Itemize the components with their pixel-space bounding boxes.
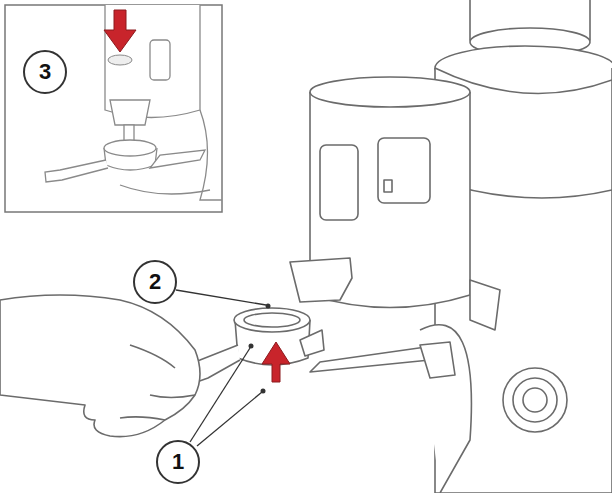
spout: [290, 258, 352, 302]
callout-number: 1: [156, 440, 200, 484]
leader-lines: [176, 290, 266, 446]
inset-base: [120, 185, 210, 194]
knob-ring: [513, 378, 557, 422]
callout-number: 3: [23, 50, 67, 94]
doser-window: [320, 145, 358, 220]
leader-dot: [266, 304, 271, 309]
inset: [5, 5, 222, 212]
portafilter-ear: [300, 330, 324, 356]
leader-dot: [261, 389, 266, 394]
doser-window: [378, 138, 430, 203]
inset-grinder: [45, 5, 222, 200]
leader-line: [190, 348, 250, 442]
doser-lid: [310, 77, 470, 107]
leader-line: [197, 392, 262, 446]
knob: [503, 368, 567, 432]
inset-handle: [45, 160, 108, 182]
finger: [150, 395, 195, 398]
doser-lever: [384, 180, 392, 192]
inset-rim: [104, 140, 156, 156]
inset-window: [150, 40, 170, 80]
doser-bracket: [470, 280, 500, 330]
knob-center: [523, 388, 547, 412]
portafilter-inner: [244, 313, 300, 327]
callout-number: 2: [133, 260, 177, 304]
press-arrow: [104, 10, 136, 52]
thumb: [130, 345, 175, 368]
leader-dot: [249, 344, 254, 349]
leader-line: [176, 290, 266, 305]
hand: [0, 295, 200, 437]
finger: [120, 417, 165, 420]
portafilter-rim: [234, 308, 310, 332]
inset-spout: [110, 100, 150, 125]
inset-fork: [150, 150, 205, 168]
inset-frame: [5, 5, 222, 212]
inset-body: [200, 110, 222, 200]
body-base: [420, 325, 471, 493]
push-arrow: [262, 342, 290, 382]
inset-button: [108, 55, 132, 65]
fork-mount: [420, 342, 455, 378]
